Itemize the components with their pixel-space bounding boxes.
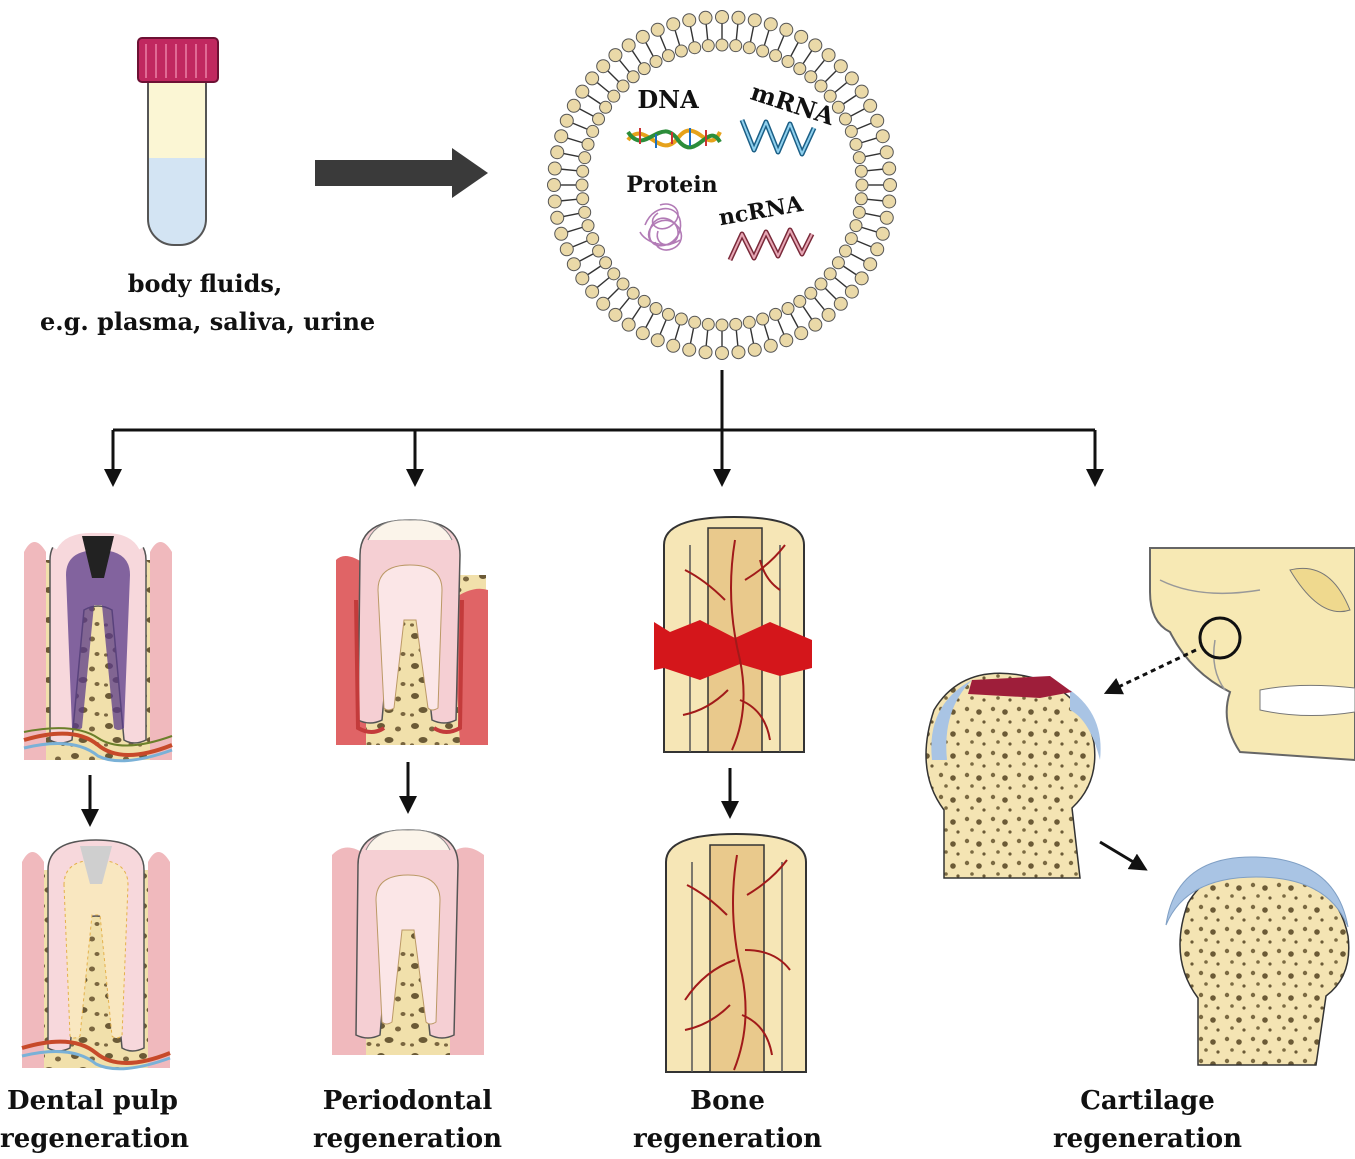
cartilage-damaged-icon: [925, 672, 1101, 879]
main-arrow-icon: [315, 148, 488, 198]
ncrna-strand-icon: [727, 227, 815, 262]
periodontal-label: Periodontal regeneration: [310, 1082, 505, 1158]
bone-label-line2: regeneration: [632, 1124, 823, 1154]
cartilage-label-line1: Cartilage: [1080, 1086, 1215, 1116]
dental-pulp-label-line1: Dental pulp: [7, 1086, 178, 1116]
bone-label: Bone regeneration: [630, 1082, 825, 1158]
dna-helix-icon: [626, 128, 722, 150]
exosome-vesicle-icon: [547, 10, 897, 360]
branch-connector: [104, 370, 1104, 487]
mrna-strand-icon: [739, 119, 817, 157]
body-fluids-label: body fluids, e.g. plasma, saliva, urine: [40, 265, 376, 341]
dental-pulp-label-line2: regeneration: [0, 1124, 190, 1154]
dental-pulp-diseased-icon: [23, 526, 173, 763]
cartilage-regenerated-icon: [1165, 856, 1350, 1066]
test-tube-icon: [137, 37, 219, 246]
periodontal-diseased-icon: [336, 519, 488, 745]
periodontal-regenerated-icon: [332, 829, 484, 1055]
cargo-dna-label: DNA: [637, 85, 699, 114]
periodontal-label-line1: Periodontal: [322, 1086, 493, 1116]
periodontal-label-line2: regeneration: [312, 1124, 503, 1154]
bone-fractured-icon: [654, 515, 812, 753]
bone-label-line1: Bone: [690, 1086, 765, 1116]
body-fluids-line1: body fluids,: [127, 269, 283, 298]
cartilage-label: Cartilage regeneration: [1050, 1082, 1245, 1158]
bone-regenerated-icon: [665, 832, 807, 1073]
skull-icon: [1149, 547, 1355, 762]
cartilage-step-arrow: [1099, 840, 1148, 871]
cargo-protein-label: Protein: [626, 172, 717, 198]
dental-pulp-label: Dental pulp regeneration: [0, 1082, 190, 1158]
cartilage-label-line2: regeneration: [1052, 1124, 1243, 1154]
protein-fold-icon: [639, 203, 683, 251]
body-fluids-line2: e.g. plasma, saliva, urine: [40, 307, 376, 336]
dental-pulp-regenerated-icon: [21, 839, 171, 1071]
joint-pointer-arrow: [1103, 648, 1197, 695]
